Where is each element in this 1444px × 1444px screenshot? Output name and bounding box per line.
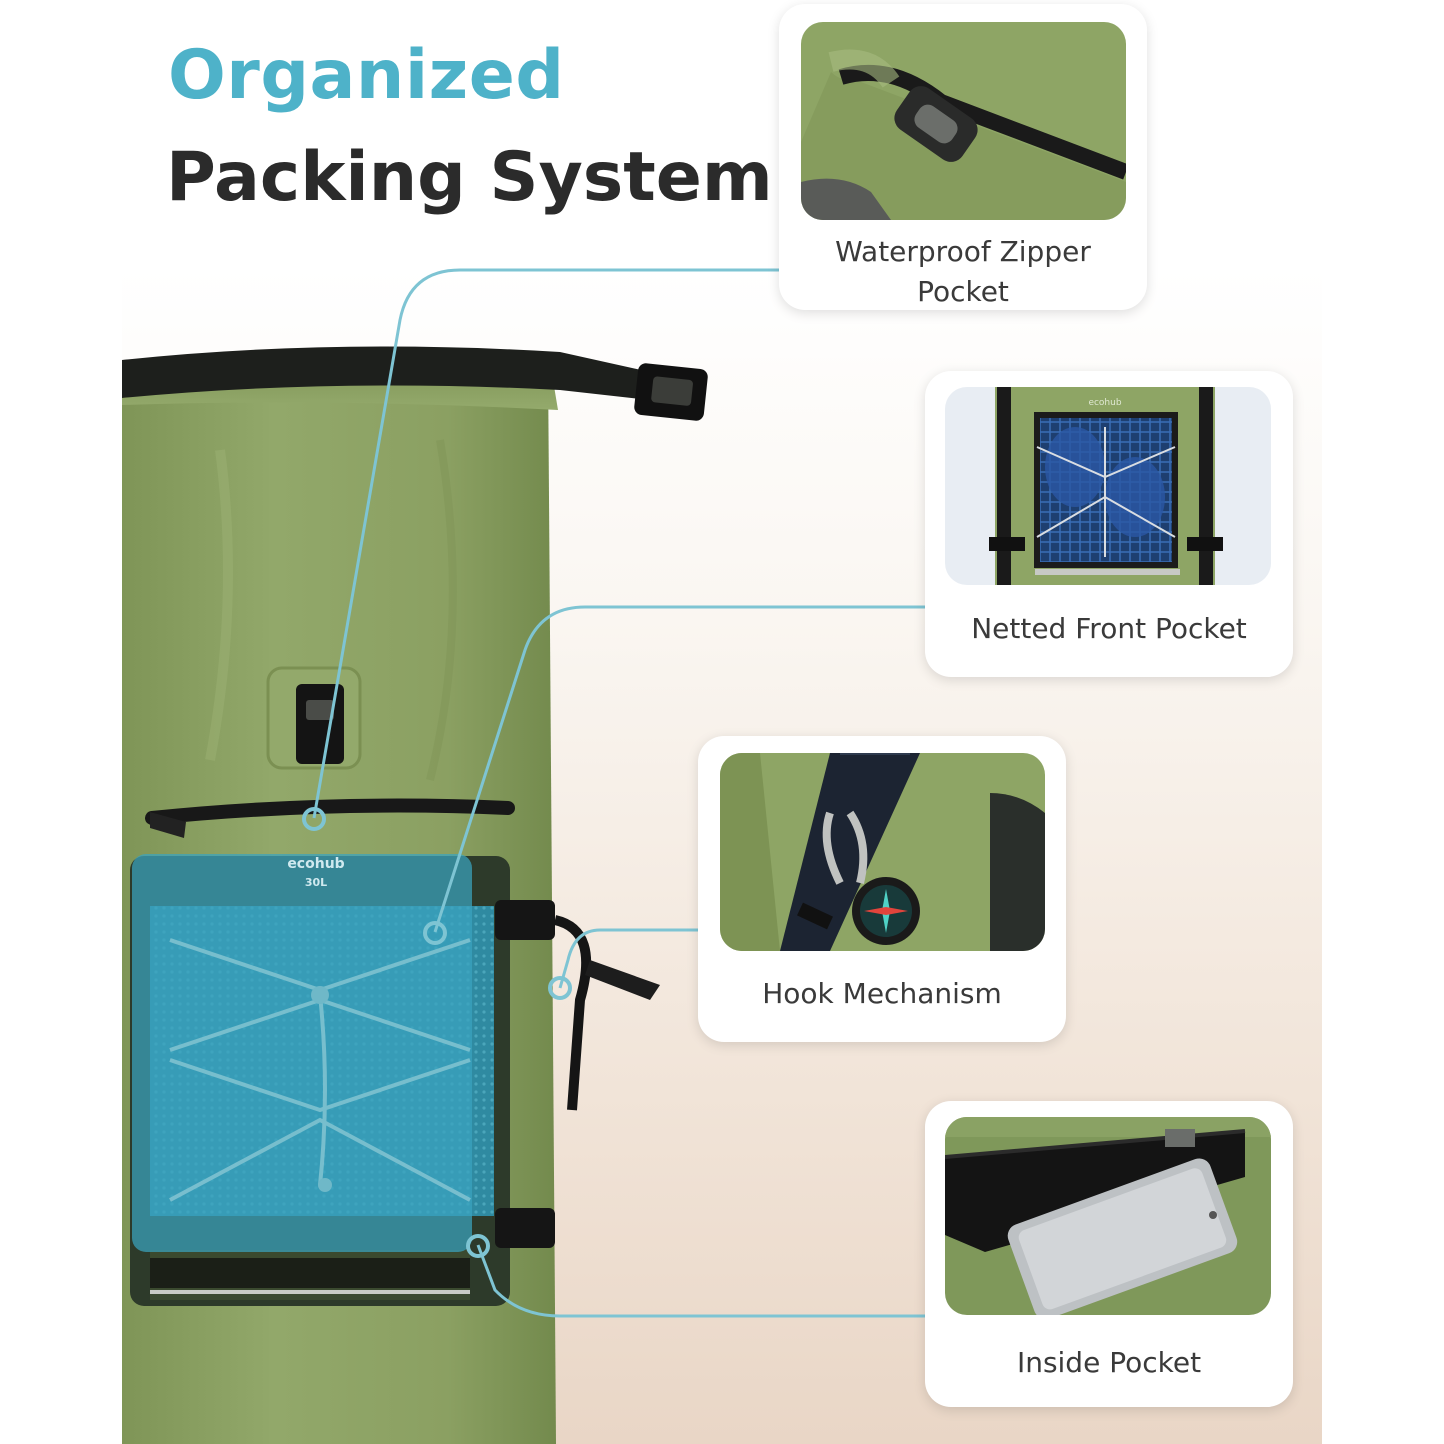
brand-print: ecohub (287, 856, 344, 872)
callout-dot (466, 1234, 490, 1258)
zipper-pocket-photo (801, 22, 1126, 220)
callout-dot (423, 921, 447, 945)
netted-photo-brand: ecohub (1088, 398, 1121, 408)
heading-main: Packing System (166, 138, 773, 217)
feature-card-hook: Hook Mechanism (698, 736, 1066, 1042)
feature-card-netted: ecohub Netted Front Pocket (925, 371, 1293, 677)
feature-card-inside: Inside Pocket (925, 1101, 1293, 1407)
netted-pocket-photo: ecohub (945, 387, 1271, 585)
heading-accent: Organized (168, 36, 565, 115)
callout-dot (548, 976, 572, 1000)
connector-netted (433, 605, 925, 933)
feature-label-inside: Inside Pocket (1016, 1346, 1202, 1379)
callout-dot (302, 807, 326, 831)
connector-inside (476, 1244, 925, 1318)
feature-label-zipper: Waterproof Zipper Pocket (835, 235, 1091, 308)
feature-label-netted: Netted Front Pocket (971, 612, 1247, 645)
connector-hook (558, 928, 700, 989)
hook-mechanism-photo (720, 753, 1045, 951)
feature-label-hook: Hook Mechanism (762, 977, 1002, 1010)
capacity-print: 30L (305, 876, 327, 889)
connector-zipper (312, 268, 779, 819)
inside-pocket-photo (945, 1117, 1271, 1315)
feature-card-zipper: Waterproof Zipper Pocket (779, 4, 1147, 310)
